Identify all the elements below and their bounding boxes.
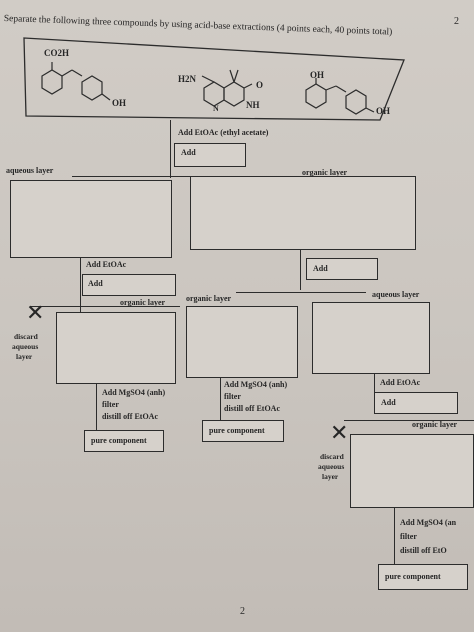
right-organic-answer-box[interactable] xyxy=(186,306,298,378)
right-pure-box[interactable]: pure component xyxy=(202,420,284,442)
connector xyxy=(220,378,222,428)
left-organic-answer-box[interactable] xyxy=(56,312,176,384)
left-reagent-box[interactable]: Add xyxy=(82,274,176,296)
compound-2-nh: NH xyxy=(246,100,260,110)
right-mgso4: Add MgSO4 (anh) xyxy=(224,380,288,389)
right-reagent-box-2[interactable]: Add xyxy=(374,392,458,414)
compound-2-o: O xyxy=(256,80,264,90)
right-filter-2: filter xyxy=(400,532,417,541)
right-pure-box-2[interactable]: pure component xyxy=(378,564,468,590)
aqueous-answer-box[interactable] xyxy=(10,180,172,258)
compound-1-structure xyxy=(41,62,111,101)
organic-layer-label: organic layer xyxy=(302,168,348,177)
left-add-label: Add xyxy=(88,279,103,288)
connector xyxy=(344,420,474,422)
connector xyxy=(30,306,180,308)
left-discard: discard xyxy=(14,332,38,341)
connector xyxy=(96,384,98,444)
right-pure-label-2: pure component xyxy=(385,572,441,581)
left-mgso4: Add MgSO4 (anh) xyxy=(102,388,166,397)
compound-2-h2n: H2N xyxy=(178,74,196,84)
left-discard-x: ✕ xyxy=(26,300,45,325)
compound-3-oh: OH xyxy=(376,106,391,116)
organic-answer-box[interactable] xyxy=(190,176,416,250)
add-etoac-ethyl-label: Add EtOAc (ethyl acetate) xyxy=(178,128,269,137)
connector xyxy=(236,292,366,294)
connector xyxy=(394,508,396,568)
right-mgso4-2: Add MgSO4 (an xyxy=(400,518,457,527)
left-pure-label: pure component xyxy=(91,436,147,445)
page-number-bottom: 2 xyxy=(240,606,245,617)
left-aqueous: aqueous xyxy=(12,342,39,351)
right-filter: filter xyxy=(224,392,241,401)
right-aqueous-answer-box[interactable] xyxy=(312,302,430,374)
connector xyxy=(300,250,302,290)
right-organic-layer: organic layer xyxy=(186,294,232,303)
right-distill-2: distill off EtO xyxy=(400,546,447,555)
left-add-etoac: Add EtOAc xyxy=(86,260,127,269)
connector xyxy=(170,164,172,178)
right-aqueous: aqueous xyxy=(318,462,345,471)
right-add-label: Add xyxy=(313,264,328,273)
right-pure-label: pure component xyxy=(209,426,265,435)
right-add-etoac: Add EtOAc xyxy=(380,378,421,387)
right-discard-x: ✕ xyxy=(330,420,349,445)
left-filter: filter xyxy=(102,400,119,409)
right-organic-layer-2: organic layer xyxy=(412,420,458,429)
right-add-label-2: Add xyxy=(381,398,396,407)
right-organic-answer-box-2[interactable] xyxy=(350,434,474,508)
connector xyxy=(72,176,298,178)
reagent-box-top: Add xyxy=(174,143,246,167)
page-number-top: 2 xyxy=(454,16,459,27)
compound-3-structure xyxy=(305,78,375,115)
compound-2-structure xyxy=(201,69,253,107)
compound-3-oh-top: OH xyxy=(310,70,325,80)
compound-1-oh: OH xyxy=(112,98,127,108)
right-discard: discard xyxy=(320,452,344,461)
left-distill: distill off EtOAc xyxy=(102,412,158,421)
aqueous-layer-label: aqueous layer xyxy=(6,166,54,175)
right-reagent-box[interactable]: Add xyxy=(306,258,378,280)
left-organic-layer: organic layer xyxy=(120,298,166,307)
compound-1-co2h: CO2H xyxy=(44,48,70,58)
connector xyxy=(170,120,172,164)
compound-2-n: N xyxy=(213,104,219,113)
connector xyxy=(80,258,82,314)
right-aqueous-layer: aqueous layer xyxy=(372,290,420,299)
left-layer: layer xyxy=(16,352,33,361)
right-distill: distill off EtOAc xyxy=(224,404,280,413)
right-layer: layer xyxy=(322,472,339,481)
left-pure-box[interactable]: pure component xyxy=(84,430,164,452)
compound-panel xyxy=(23,37,405,121)
add-label-top: Add xyxy=(181,148,196,157)
